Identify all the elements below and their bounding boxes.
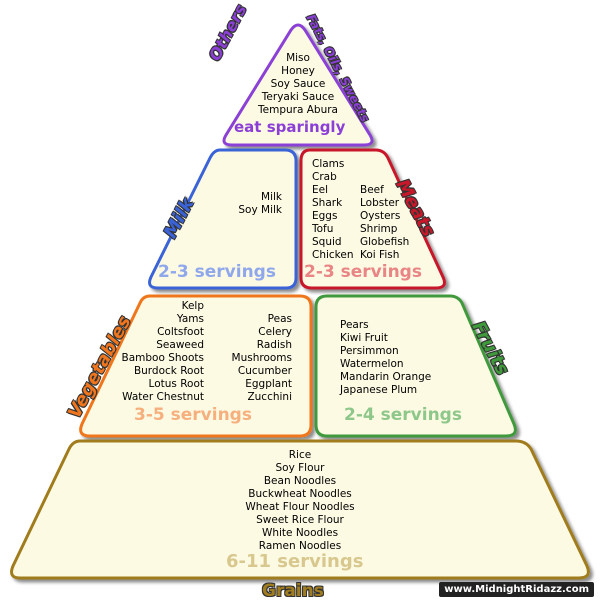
milk-section	[148, 148, 298, 290]
site-credit: www.MidnightRidazz.com	[439, 582, 594, 597]
grains-item: Bean Noodles	[263, 475, 337, 487]
fruits-item: Kiwi Fruit	[340, 332, 388, 344]
others-section	[222, 23, 374, 147]
milk-item: Milk	[261, 191, 282, 203]
vegetables-items-col1: Kelp Yams Coltsfoot Seaweed Bamboo Shoot…	[118, 300, 204, 404]
milk-items: Milk Soy Milk	[210, 191, 282, 217]
vegetables-item: Celery	[258, 326, 292, 338]
others-servings: eat sparingly	[234, 118, 346, 136]
vegetables-item: Yams	[176, 313, 204, 325]
fruits-item: Watermelon	[340, 358, 404, 370]
grains-item: Rice	[288, 449, 312, 461]
meats-item: Oysters	[360, 210, 401, 222]
vegetables-servings: 3-5 servings	[134, 405, 252, 425]
fruits-item: Japanese Plum	[340, 384, 418, 396]
vegetables-item: Lotus Root	[148, 378, 204, 390]
meats-item: Koi Fish	[360, 249, 400, 261]
grains-item: Wheat Flour Noodles	[245, 501, 355, 513]
others-items: Miso Honey Soy Sauce Teryaki Sauce Tempu…	[248, 52, 348, 117]
meats-item: Beef	[360, 184, 384, 196]
grains-item: White Noodles	[261, 527, 339, 539]
milk-item: Soy Milk	[238, 204, 282, 216]
others-item: Soy Sauce	[270, 78, 326, 90]
vegetables-items-col2: Peas Celery Radish Mushrooms Cucumber Eg…	[222, 313, 292, 404]
others-item: Honey	[281, 65, 315, 77]
vegetables-item: Seaweed	[156, 339, 204, 351]
grains-item: Sweet Rice Flour	[256, 514, 344, 526]
meats-item: Tofu	[312, 223, 334, 235]
grains-section	[10, 439, 590, 580]
grains-item: Ramen Noodles	[258, 540, 342, 552]
meats-servings: 2-3 servings	[304, 262, 422, 282]
fruits-item: Mandarin Orange	[340, 371, 432, 383]
fruits-servings: 2-4 servings	[344, 405, 462, 425]
vegetables-item: Cucumber	[237, 365, 292, 377]
grains-items: Rice Soy Flour Bean Noodles Buckwheat No…	[220, 449, 380, 553]
meats-item: Eel	[312, 184, 329, 196]
grains-item: Buckwheat Noodles	[248, 488, 352, 500]
vegetables-item: Peas	[267, 313, 292, 325]
meats-item: Lobster	[360, 197, 400, 209]
vegetables-item: Water Chestnut	[122, 391, 204, 403]
others-item: Miso	[286, 52, 310, 64]
others-item: Tempura Abura	[258, 104, 338, 116]
meats-item: Chicken	[312, 249, 354, 261]
meats-items-col2: Beef Lobster Oysters Shrimp Globefish Ko…	[360, 184, 409, 262]
meats-item: Shark	[312, 197, 343, 209]
vegetables-item: Coltsfoot	[157, 326, 204, 338]
meats-item: Crab	[312, 171, 337, 183]
meats-item: Eggs	[312, 210, 338, 222]
grains-label: Grains	[262, 581, 324, 601]
fruits-items: Pears Kiwi Fruit Persimmon Watermelon Ma…	[340, 319, 431, 397]
meats-items-col1: Clams Crab Eel Shark Eggs Tofu Squid Chi…	[312, 158, 354, 262]
grains-servings: 6-11 servings	[226, 551, 364, 572]
fruits-item: Persimmon	[340, 345, 399, 357]
fruits-item: Pears	[340, 319, 369, 331]
meats-item: Clams	[312, 158, 345, 170]
vegetables-item: Burdock Root	[133, 365, 204, 377]
meats-item: Globefish	[360, 236, 410, 248]
others-item: Teryaki Sauce	[261, 91, 335, 103]
vegetables-item: Bamboo Shoots	[121, 352, 204, 364]
meats-section	[299, 148, 446, 290]
vegetables-item: Zucchini	[247, 391, 292, 403]
vegetables-item: Kelp	[181, 300, 204, 312]
grains-item: Soy Flour	[275, 462, 325, 474]
meats-item: Squid	[312, 236, 342, 248]
vegetables-section	[79, 294, 313, 438]
vegetables-item: Radish	[256, 339, 292, 351]
milk-servings: 2-3 servings	[158, 262, 276, 282]
meats-item: Shrimp	[360, 223, 398, 235]
fruits-section	[314, 294, 517, 438]
vegetables-item: Eggplant	[245, 378, 292, 390]
vegetables-item: Mushrooms	[231, 352, 292, 364]
